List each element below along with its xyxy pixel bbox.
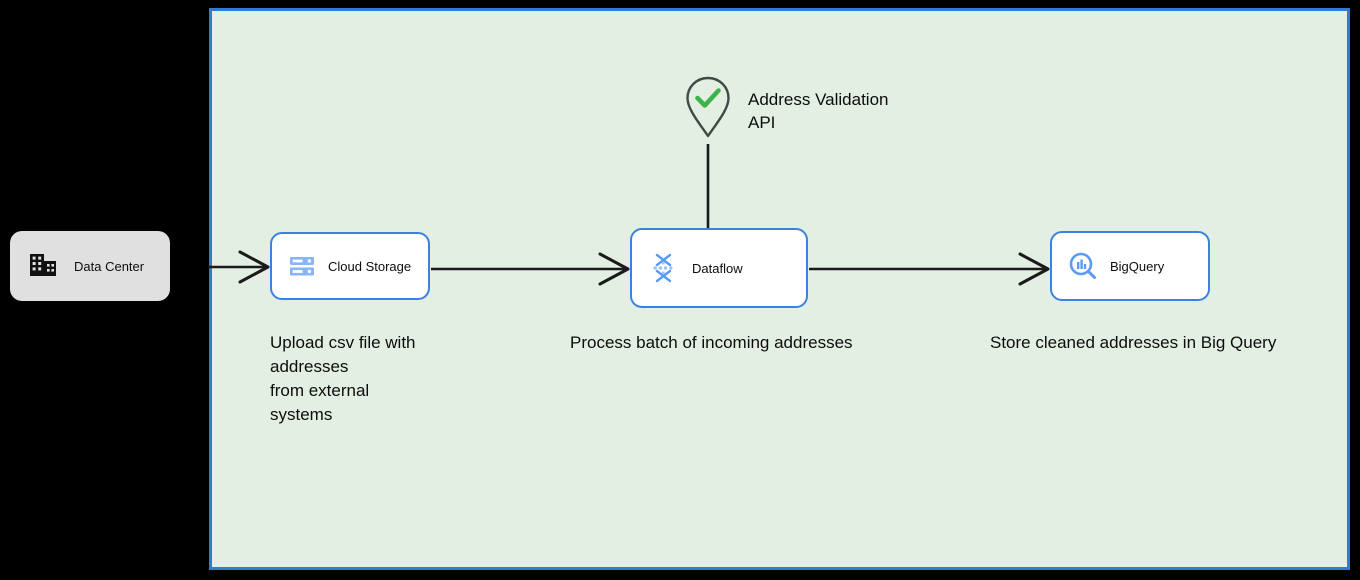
node-cloud-storage-label: Cloud Storage xyxy=(328,258,412,274)
node-dataflow[interactable]: Dataflow xyxy=(630,228,808,308)
dataflow-icon xyxy=(650,252,680,284)
caption-process: Process batch of incoming addresses xyxy=(570,333,853,352)
building-icon xyxy=(28,251,58,281)
map-pin-check-icon xyxy=(684,76,732,138)
address-validation-api-label: Address Validation API xyxy=(748,90,889,132)
caption-upload: Upload csv file with addresses from exte… xyxy=(270,333,416,424)
cloud-storage-icon xyxy=(288,252,316,280)
caption-store: Store cleaned addresses in Big Query xyxy=(990,333,1277,352)
node-bigquery[interactable]: BigQuery xyxy=(1050,231,1210,301)
node-datacenter-label: Data Center xyxy=(74,258,145,274)
node-datacenter[interactable]: Data Center xyxy=(10,231,170,301)
node-cloud-storage[interactable]: Cloud Storage xyxy=(270,232,430,300)
node-bigquery-label: BigQuery xyxy=(1110,258,1165,274)
node-dataflow-label: Dataflow xyxy=(692,260,743,276)
bigquery-icon xyxy=(1068,251,1098,281)
